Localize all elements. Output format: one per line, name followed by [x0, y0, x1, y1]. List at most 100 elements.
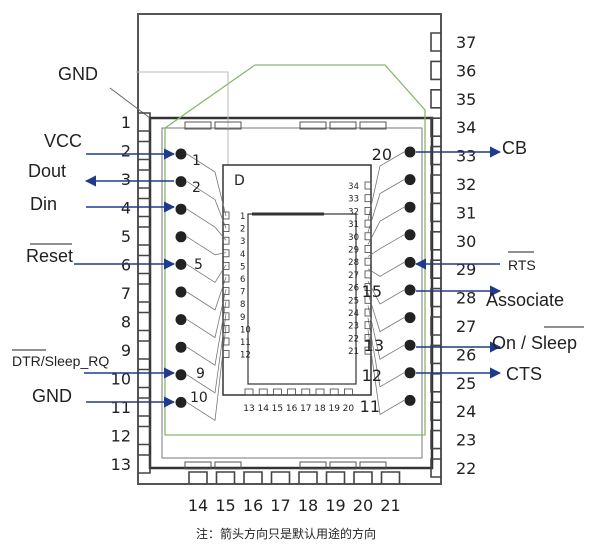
right-connector: [367, 234, 405, 257]
header-right-label: 13: [364, 336, 384, 355]
chip-left-pin-number: 7: [240, 288, 245, 298]
right-connector: [367, 293, 405, 333]
chip-bottom-pad: [258, 388, 268, 396]
header-right-dot: [404, 394, 416, 406]
label-cb: CB: [502, 138, 527, 158]
header-left-dot: [175, 258, 187, 270]
right-connector: [367, 305, 405, 360]
chip-left-pad: [222, 299, 230, 308]
chip-right-pin-number: 34: [348, 182, 359, 192]
chip-left-pad: [222, 236, 230, 245]
shield-pad: [214, 461, 242, 470]
left-pin-number: 1: [121, 113, 131, 132]
antenna-trace: [164, 64, 426, 436]
header-left-dot: [175, 396, 187, 408]
chip-bottom-pin-number: 15: [272, 404, 283, 414]
chip-left-pad: [222, 211, 230, 220]
bottom-castellation: [270, 471, 291, 484]
header-left-label: 5: [194, 257, 203, 273]
right-pin-number: 25: [456, 374, 476, 393]
left-castellation: [138, 340, 151, 360]
chip-left-pin-number: 8: [240, 300, 245, 310]
right-pin-number: 28: [456, 289, 476, 308]
chip-right-pin-number: 30: [348, 233, 359, 243]
left-connector: [186, 325, 227, 422]
left-pin-number: 7: [121, 284, 131, 303]
left-pin-number: 4: [121, 199, 131, 218]
left-pin-number: 3: [121, 170, 131, 189]
left-pin-number: 9: [121, 341, 131, 360]
header-right-dot: [404, 146, 416, 158]
shield-pad: [299, 461, 327, 470]
header-left-label: 2: [192, 180, 201, 196]
right-castellation: [430, 117, 441, 137]
left-connector: [186, 301, 227, 366]
bottom-castellation: [243, 471, 263, 484]
chip-right-pad: [364, 308, 372, 317]
chip-right-pad: [364, 245, 372, 253]
header-right-label: 12: [362, 366, 382, 385]
chip-right-pin-number: 21: [348, 347, 359, 357]
header-left-dot: [175, 314, 187, 326]
chip-right-pad: [364, 295, 372, 304]
right-pin-number: 29: [456, 260, 476, 279]
right-pin-number: 24: [456, 402, 476, 421]
chip-left-pin-number: 11: [240, 338, 251, 348]
right-castellation: [430, 32, 441, 52]
left-pin-number: 6: [121, 256, 131, 275]
bottom-castellation: [353, 471, 373, 484]
shield-pad: [184, 121, 212, 130]
chip-left-pad: [222, 224, 230, 233]
left-connector: [186, 289, 227, 339]
chip-left-pad: [222, 350, 230, 359]
left-connector: [186, 153, 227, 217]
chip-left-pin-number: 10: [240, 325, 251, 335]
module-shield-inner: [161, 127, 423, 459]
shield-pad: [299, 121, 327, 130]
leader-frame: [136, 71, 229, 165]
chip-mark: D: [234, 173, 245, 189]
header-left-dot: [175, 369, 187, 381]
chip-bottom-pin-number: 13: [243, 404, 254, 414]
bottom-pin-number: 20: [353, 496, 373, 515]
bottom-castellation: [325, 471, 346, 484]
header-left-dot: [175, 341, 187, 353]
header-left-dot: [175, 148, 187, 160]
label-gnd-bottom: GND: [32, 386, 72, 406]
left-castellation: [138, 112, 151, 132]
chip-right-pad: [364, 283, 372, 292]
label-rts: RTS: [508, 257, 536, 273]
chip-bottom-pad: [287, 388, 297, 396]
right-castellation: [430, 231, 441, 251]
chip-left-pin-number: 12: [240, 351, 251, 361]
chip-right-pin-number: 23: [348, 322, 359, 332]
chip-right-pin-number: 22: [348, 334, 359, 344]
right-connector: [367, 329, 405, 416]
chip-right-pin-number: 32: [348, 207, 359, 217]
chip-bottom-pad: [343, 388, 353, 396]
right-pin-number: 37: [456, 33, 476, 52]
right-castellation: [430, 429, 441, 450]
right-castellation: [430, 287, 441, 308]
chip-left-pin-number: 3: [240, 237, 245, 247]
label-cts: CTS: [506, 364, 542, 384]
chip-right-pin-number: 25: [348, 296, 359, 306]
chip-left-pin-number: 5: [240, 262, 245, 272]
chip-right-pad: [364, 333, 372, 342]
right-pin-number: 34: [456, 118, 476, 137]
chip-right-pin-number: 31: [348, 220, 359, 230]
bottom-castellation: [380, 471, 401, 484]
chip-right-pin-number: 26: [348, 284, 359, 294]
left-castellation: [138, 368, 151, 389]
shield-pad: [359, 461, 387, 470]
chip-left-pin-number: 6: [240, 275, 245, 285]
right-connector: [367, 280, 405, 305]
chip-bottom-pad: [329, 388, 339, 396]
chip-bottom-pin-number: 18: [314, 404, 326, 414]
right-pin-number: 26: [456, 345, 476, 364]
chip-bottom-pin-number: 14: [257, 404, 269, 414]
bottom-castellation: [188, 471, 208, 484]
right-castellation: [430, 259, 441, 279]
header-right-dot: [404, 229, 416, 241]
bottom-pin-number: 21: [380, 496, 400, 515]
